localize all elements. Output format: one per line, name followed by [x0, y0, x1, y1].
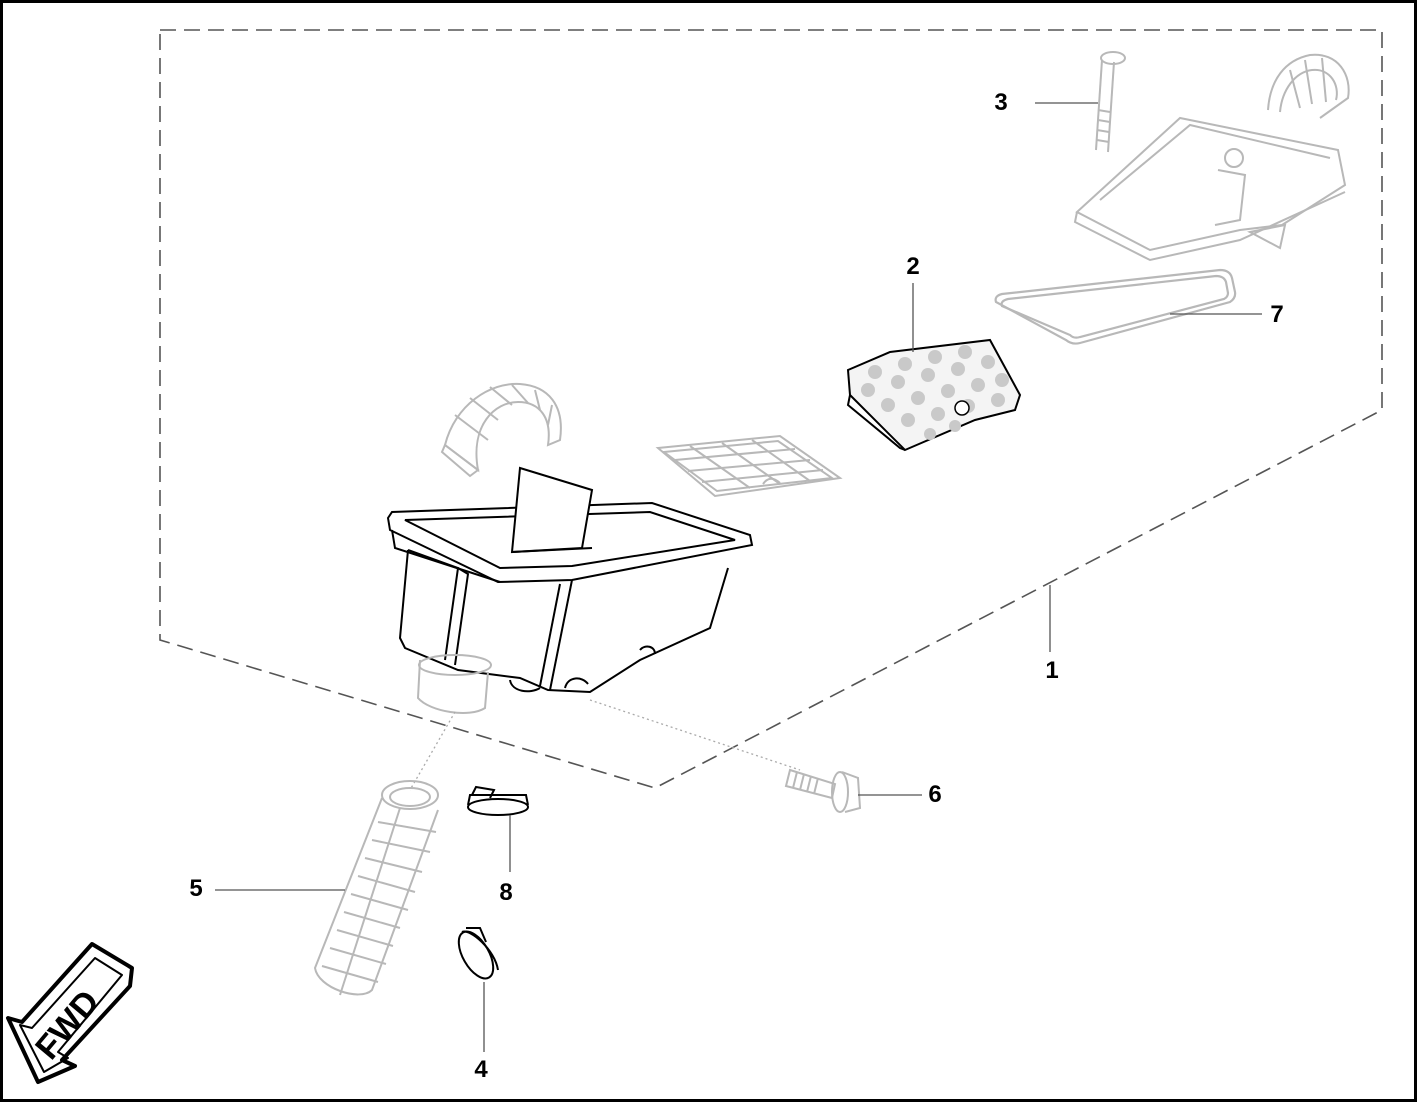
air-box-cover [1073, 53, 1350, 262]
flange-bolt-part [784, 768, 862, 813]
filter-screen [655, 434, 843, 498]
callout-6: 6 [928, 781, 941, 808]
gasket-part [994, 268, 1237, 345]
callout-7: 7 [1270, 301, 1283, 328]
foam-filter-part [846, 338, 1022, 452]
callout-5: 5 [189, 875, 202, 902]
intake-sleeve-part [313, 780, 439, 996]
air-box-body [386, 466, 754, 694]
fwd-arrow-icon [6, 942, 134, 1084]
alignment-line-sleeve [409, 711, 456, 791]
hose-clamp-large [457, 927, 499, 980]
screw-part [1095, 51, 1126, 153]
fwd-direction-badge: FWD [6, 942, 134, 1084]
alignment-line-bolt [589, 699, 801, 771]
inlet-elbow [440, 382, 562, 478]
callout-3: 3 [994, 89, 1007, 116]
callout-4: 4 [474, 1056, 488, 1083]
outlet-stub [416, 654, 492, 714]
callout-8: 8 [499, 879, 512, 906]
assembly-boundary [159, 29, 1383, 789]
callout-1: 1 [1045, 657, 1058, 684]
hose-clamp-small [467, 785, 529, 816]
leader-lines [215, 102, 1262, 1052]
callout-2: 2 [906, 253, 919, 280]
